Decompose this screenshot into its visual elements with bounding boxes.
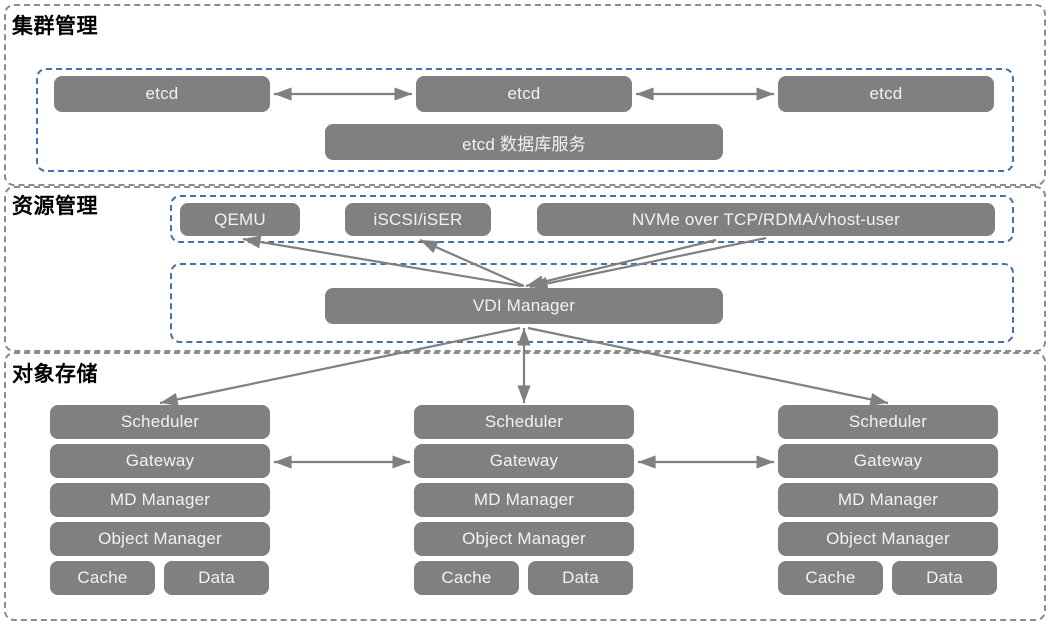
cache-box[interactable]: Cache <box>414 561 519 595</box>
etcd-database-service[interactable]: etcd 数据库服务 <box>325 124 723 160</box>
scheduler-box[interactable]: Scheduler <box>50 405 270 439</box>
section-cluster-management <box>4 4 1046 186</box>
storage-node-column-1: Scheduler Gateway MD Manager Object Mana… <box>50 405 270 595</box>
vdi-manager[interactable]: VDI Manager <box>325 288 723 324</box>
object-manager-box[interactable]: Object Manager <box>778 522 998 556</box>
scheduler-box[interactable]: Scheduler <box>414 405 634 439</box>
object-manager-box[interactable]: Object Manager <box>50 522 270 556</box>
gateway-box[interactable]: Gateway <box>778 444 998 478</box>
md-manager-box[interactable]: MD Manager <box>778 483 998 517</box>
scheduler-box[interactable]: Scheduler <box>778 405 998 439</box>
object-manager-box[interactable]: Object Manager <box>414 522 634 556</box>
storage-node-column-3: Scheduler Gateway MD Manager Object Mana… <box>778 405 998 595</box>
etcd-node-2[interactable]: etcd <box>416 76 632 112</box>
data-box[interactable]: Data <box>164 561 269 595</box>
gateway-box[interactable]: Gateway <box>414 444 634 478</box>
cache-data-row: Cache Data <box>778 561 998 595</box>
data-box[interactable]: Data <box>892 561 997 595</box>
cache-data-row: Cache Data <box>50 561 270 595</box>
protocol-nvme-over-tcp-rdma-vhost-user[interactable]: NVMe over TCP/RDMA/vhost-user <box>537 203 995 236</box>
data-box[interactable]: Data <box>528 561 633 595</box>
protocol-iscsi-iser[interactable]: iSCSI/iSER <box>345 203 491 236</box>
section-title-object-storage: 对象存储 <box>12 363 98 386</box>
protocol-qemu[interactable]: QEMU <box>180 203 300 236</box>
storage-node-column-2: Scheduler Gateway MD Manager Object Mana… <box>414 405 634 595</box>
md-manager-box[interactable]: MD Manager <box>50 483 270 517</box>
etcd-node-1[interactable]: etcd <box>54 76 270 112</box>
etcd-cluster-group <box>36 68 1014 172</box>
section-title-cluster-management: 集群管理 <box>12 15 98 38</box>
md-manager-box[interactable]: MD Manager <box>414 483 634 517</box>
cache-box[interactable]: Cache <box>778 561 883 595</box>
section-title-resource-management: 资源管理 <box>12 195 98 218</box>
cache-box[interactable]: Cache <box>50 561 155 595</box>
gateway-box[interactable]: Gateway <box>50 444 270 478</box>
cache-data-row: Cache Data <box>414 561 634 595</box>
etcd-node-3[interactable]: etcd <box>778 76 994 112</box>
